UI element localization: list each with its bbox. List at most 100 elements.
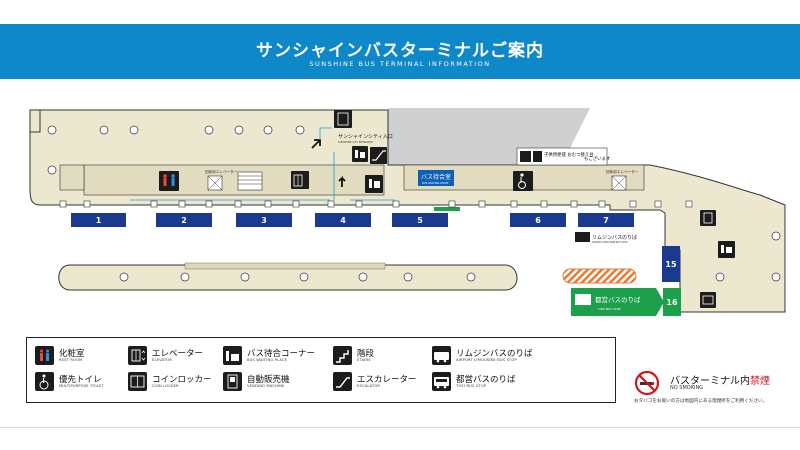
bus-bay-2 [156,213,212,227]
pillar [180,272,190,282]
pillar [263,125,273,135]
limousine-label-en: AIRPORT LIMOUSINE BUS STOP [592,241,628,244]
vending-top-icon [334,110,352,128]
waiting-room-label-en: BUS WAITING ROOM [422,181,448,185]
bottom-rule [0,427,800,428]
toei-bus-icon [432,372,451,391]
restroom-icon [35,346,54,365]
bus-bay-4 [315,213,371,227]
legend-label: 階段 [357,349,375,359]
curb-marker [685,200,693,208]
waiting-room-sign [418,170,454,186]
bus-bay-1 [71,213,126,227]
legend-label: 都営バスのりば [456,375,516,385]
bus-bay-3 [236,213,292,227]
stairs-icon [333,346,352,365]
bus-waiting-icon [223,346,242,365]
legend-label: エスカレーター [357,375,417,385]
pillar [234,125,244,135]
bus-bay-number: 7 [603,216,609,225]
bus-bay-6 [510,213,566,227]
restroom-icon [159,171,179,191]
curb-marker [59,200,67,208]
vending-machine-icon [223,372,242,391]
elevator-icon [291,171,309,189]
pillar [47,165,57,175]
legend-label: エレベーター [152,349,204,359]
pillar [466,272,476,282]
bus-bay-15 [662,246,680,282]
wheelchair-icon [513,171,533,191]
pillar [47,125,57,135]
entrance-label-en: SUNSHINE CITY ENTRANCE [338,140,373,144]
limousine-label: リムジンバスのりば [592,234,637,241]
pillars [47,125,781,282]
curb-marker [264,200,272,208]
bay-16-green [663,288,681,316]
bus-bay-number: 5 [417,216,423,225]
pillar [240,272,250,282]
curb-marker [178,200,186,208]
elevator-left-label: 団体用エレベーター [205,169,238,174]
legend-label: バス待合コーナー [247,349,316,359]
waiting-room-label: バス待合室 [421,173,451,181]
vending-machine-icon [700,210,716,226]
curb-marker [448,200,456,208]
legend-label: 優先トイレ [59,375,102,385]
curb-marker [205,200,213,208]
legend-label: 化粧室 [59,349,85,359]
limousine-bus-icon [432,346,451,365]
curb-marker [570,200,578,208]
legend-sublabel: VENDING MACHINE [247,384,285,388]
toei-stop-label: 都営バスのりば [595,295,641,304]
elevator-right-label: 団体用エレベーター [606,169,639,174]
curb-marker [540,200,548,208]
entrance-path [130,127,395,201]
bus-bay-number: 2 [181,216,187,225]
kids-space-note: もございます [584,155,611,162]
island-strip [184,262,386,270]
escalator-icon [333,372,352,391]
legend-label: コインロッカー [152,375,212,385]
floor-map: 団体用エレベーター 団体用エレベーター サンシャインシティ入口 SUNSHINE… [29,108,786,316]
curb-marker [327,200,335,208]
corridor-block [59,164,85,191]
no-smoking-title: バスターミナル内禁煙 [670,376,770,387]
bus-bay-7 [578,213,634,227]
bus-bay-number: 6 [535,216,541,225]
up-arrow-icon [338,175,346,187]
island-platform [58,264,518,291]
stairs-icon [237,171,263,191]
main-concourse [29,109,786,313]
curb-marker [629,200,637,208]
pillar [295,125,305,135]
pillar [99,125,109,135]
legend-sublabel: REST ROOM [59,358,83,362]
legend-sublabel: TOEI BUS STOP [456,384,487,388]
bus-bay-number: 15 [665,260,677,269]
curb-marker [654,200,662,208]
pillar [403,272,413,282]
curb-marker [478,200,486,208]
curb-marker [234,200,242,208]
legend-sublabel: ESCALATOR [357,384,381,388]
pillar [119,272,129,282]
restricted-hatched-area [562,268,637,284]
pillar [129,125,139,135]
no-smoking-notice: バスターミナル内禁煙 NO SMOKING おタバコをお吸いの方は地図内にある喫… [632,370,792,410]
curb-marker [292,200,300,208]
toei-stop-label-en: TOEI BUS STOP [597,307,621,311]
curb-marker [392,200,400,208]
legend-sublabel: ELEVATOR [152,358,173,362]
curb-marker [355,200,363,208]
coin-locker-icon [700,292,716,308]
bus-bay-5 [392,213,448,227]
markers [59,200,693,208]
